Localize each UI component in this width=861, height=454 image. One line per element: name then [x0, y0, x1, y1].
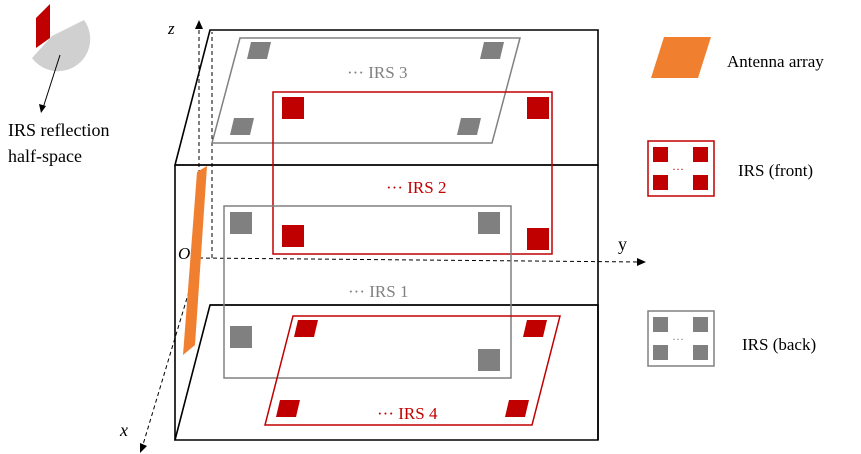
half-space-pointer-arrow-icon — [39, 104, 46, 113]
legend-irs-back-ellipsis: ··· — [672, 332, 684, 346]
legend: Antenna array ··· IRS (front) ··· IRS (b… — [647, 37, 824, 367]
irs-2-label: IRS 2 — [407, 178, 446, 197]
x-axis-label: x — [119, 420, 128, 440]
half-space-illustration: IRS reflection half-space — [8, 4, 109, 166]
x-axis-arrow-icon — [140, 443, 147, 453]
half-space-label-line1: IRS reflection — [8, 120, 109, 140]
svg-text:··· IRS 2: ··· IRS 2 — [386, 178, 446, 197]
irs-3-element — [247, 42, 271, 59]
irs-2-element — [282, 97, 304, 119]
half-space-icon — [32, 20, 91, 72]
irs-2-panel: ··· IRS 2 — [272, 91, 553, 255]
legend-irs-back-icon: ··· — [647, 310, 715, 367]
irs-2-element — [282, 225, 304, 247]
legend-irs-front-element — [653, 175, 668, 190]
legend-irs-front-element — [653, 147, 668, 162]
irs-1-ellipsis: ··· — [348, 282, 365, 301]
irs-2-ellipsis: ··· — [386, 178, 403, 197]
svg-text:··· IRS 3: ··· IRS 3 — [347, 63, 407, 82]
irs-4-ellipsis: ··· — [377, 404, 394, 423]
legend-irs-front-label: IRS (front) — [738, 161, 813, 180]
irs-1-panel: ··· IRS 1 — [223, 205, 512, 379]
irs-2-element — [527, 228, 549, 250]
z-axis-arrow-icon — [195, 20, 203, 29]
irs-2-outline — [272, 91, 553, 255]
irs-3-panel: ··· IRS 3 — [211, 37, 521, 144]
origin-label: O — [178, 244, 190, 263]
irs-1-element — [478, 212, 500, 234]
legend-irs-back-frame — [647, 310, 715, 367]
y-axis-line — [198, 257, 641, 263]
svg-text:··· IRS 1: ··· IRS 1 — [348, 282, 408, 301]
room-frame — [173, 29, 599, 441]
axes — [141, 25, 641, 449]
irs-4-element — [505, 400, 529, 417]
irs-1-element — [478, 349, 500, 371]
legend-irs-front-ellipsis: ··· — [672, 162, 684, 176]
legend-irs-back-element — [653, 317, 668, 332]
irs-4-element — [276, 400, 300, 417]
irs-3-label: IRS 3 — [368, 63, 407, 82]
irs-3-element — [230, 118, 254, 135]
irs-1-element — [230, 326, 252, 348]
legend-irs-back-element — [693, 345, 708, 360]
half-space-panel-icon — [36, 4, 50, 48]
y-axis-label: y — [618, 234, 627, 254]
legend-antenna-label: Antenna array — [727, 52, 824, 71]
irs-4-outline — [264, 315, 561, 426]
half-space-label-line2: half-space — [8, 146, 82, 166]
irs-4-element — [294, 320, 318, 337]
irs-1-label: IRS 1 — [369, 282, 408, 301]
legend-irs-back-element — [693, 317, 708, 332]
irs-4-panel: ··· IRS 4 — [264, 315, 561, 426]
irs-1-outline — [223, 205, 512, 379]
legend-irs-front-element — [693, 175, 708, 190]
legend-irs-front-element — [693, 147, 708, 162]
irs-1-element — [230, 212, 252, 234]
irs-2-element — [527, 97, 549, 119]
legend-irs-front-frame — [647, 140, 715, 197]
irs-3-outline — [211, 37, 521, 144]
irs-4-element — [523, 320, 547, 337]
legend-irs-back-label: IRS (back) — [742, 335, 816, 354]
irs-3-element — [457, 118, 481, 135]
legend-antenna-icon — [651, 37, 711, 78]
legend-irs-front-icon: ··· — [647, 140, 715, 197]
svg-text:··· IRS 4: ··· IRS 4 — [377, 404, 438, 423]
half-space-pointer — [42, 54, 61, 109]
antenna-array — [183, 166, 207, 355]
irs-3-ellipsis: ··· — [347, 63, 364, 82]
y-axis-arrow-icon — [637, 258, 646, 266]
irs-4-label: IRS 4 — [398, 404, 438, 423]
z-axis-label: z — [167, 19, 175, 38]
irs-3-element — [480, 42, 504, 59]
x-axis-line — [141, 257, 200, 449]
legend-irs-back-element — [653, 345, 668, 360]
